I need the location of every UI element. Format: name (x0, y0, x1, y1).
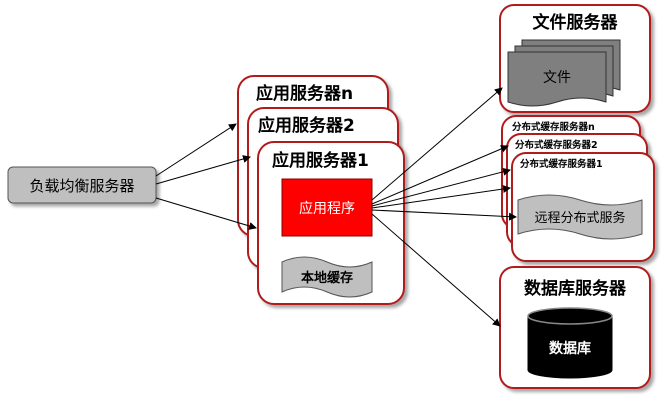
load-balancer-node: 负载均衡服务器 (7, 166, 157, 204)
app-server-n-label: 应用服务器n (256, 83, 353, 104)
arrow-lb-to-app-1 (155, 197, 257, 230)
file-document-stack: 文件 (507, 39, 621, 107)
file-label: 文件 (543, 70, 571, 86)
app-server-1-label: 应用服务器1 (272, 150, 369, 171)
cache-server-n-label: 分布式缓存服务器n (512, 121, 595, 133)
db-label: 数据库 (549, 340, 591, 357)
arrow-lb-to-app-n (155, 123, 237, 177)
arrow-lb-to-app-2 (155, 155, 251, 185)
local-cache-label: 本地缓存 (301, 270, 353, 286)
arrow-app-to-cache-2 (371, 167, 511, 207)
arrow-app-to-remote-service (371, 209, 517, 221)
connectors (155, 87, 517, 327)
app-server-2-label: 应用服务器2 (258, 115, 355, 136)
arrow-app-to-db-server (371, 213, 501, 327)
local-cache-shape: 本地缓存 (281, 256, 373, 298)
remote-service-shape: 远程分布式服务 (517, 194, 643, 240)
database-cylinder-icon: 数据库 (527, 307, 613, 379)
app-program-box: 应用程序 (281, 178, 373, 237)
cache-server-1-label: 分布式缓存服务器1 (520, 158, 603, 170)
remote-service-label: 远程分布式服务 (534, 210, 625, 226)
app-program-label: 应用程序 (299, 200, 355, 217)
arrow-app-to-file-server (371, 87, 503, 201)
load-balancer-label: 负载均衡服务器 (29, 177, 134, 195)
arrow-app-to-cache-n (371, 145, 509, 205)
cache-server-2-label: 分布式缓存服务器2 (515, 139, 598, 151)
db-server-title: 数据库服务器 (524, 278, 627, 299)
file-server-title: 文件服务器 (533, 12, 619, 33)
arrow-app-to-cache-1 (371, 185, 511, 209)
